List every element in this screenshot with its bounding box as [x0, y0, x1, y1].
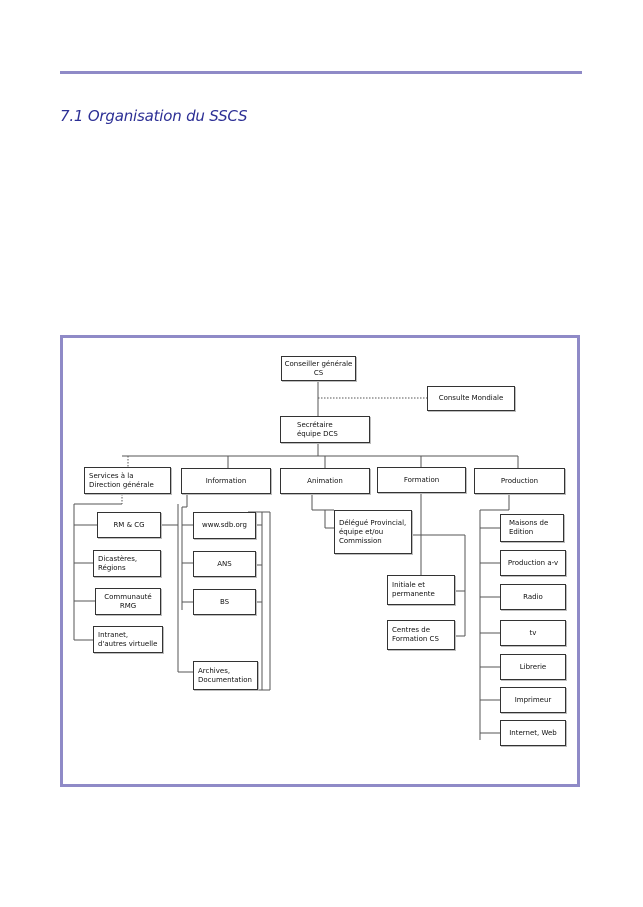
node-information: Information	[181, 468, 271, 494]
node-centres-formation: Centres de Formation CS	[387, 620, 455, 650]
node-initiale-permanente: Initiale et permanente	[387, 575, 455, 605]
node-rm-cg: RM & CG	[97, 512, 161, 538]
node-secretaire-equipe: Secrétaire équipe DCS	[280, 416, 370, 443]
node-tv: tv	[500, 620, 566, 646]
node-formation: Formation	[377, 467, 466, 493]
node-bs: BS	[193, 589, 256, 615]
node-archives-documentation: Archives, Documentation	[193, 661, 258, 690]
node-dicasteres-regions: Dicastères, Régions	[93, 550, 161, 577]
node-internet-web: Internet, Web	[500, 720, 566, 746]
node-consulte-mondiale: Consulte Mondiale	[427, 386, 515, 411]
node-librerie: Librerie	[500, 654, 566, 680]
node-production-av: Production a-v	[500, 550, 566, 576]
node-communaute-rmg: Communauté RMG	[95, 588, 161, 615]
node-delegue-provincial: Délégué Provincial, équipe et/ou Commiss…	[334, 510, 412, 554]
node-services-direction: Services à la Direction générale	[84, 467, 171, 494]
node-conseiller-general: Conseiller générale CS	[281, 356, 356, 381]
section-heading: 7.1 Organisation du SSCS	[60, 107, 248, 125]
node-intranet: Intranet, d'autres virtuelle	[93, 626, 163, 653]
node-imprimeur: Imprimeur	[500, 687, 566, 713]
node-www-sdb-org: www.sdb.org	[193, 512, 256, 539]
node-production: Production	[474, 468, 565, 494]
node-animation: Animation	[280, 468, 370, 494]
node-radio: Radio	[500, 584, 566, 610]
node-maisons-edition: Maisons de Edition	[500, 514, 564, 542]
node-ans: ANS	[193, 551, 256, 577]
header-rule	[60, 71, 582, 74]
